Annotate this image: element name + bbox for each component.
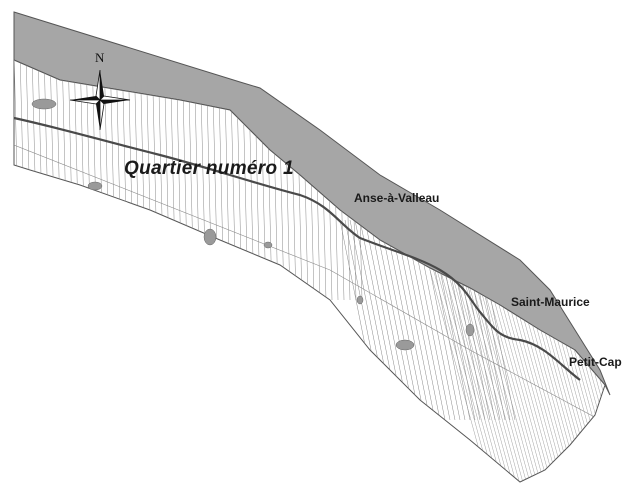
lot-line: [450, 269, 512, 482]
lot-line: [616, 270, 644, 488]
lot-line: [478, 269, 540, 482]
district-label: Quartier numéro 1: [124, 158, 294, 179]
main-road: [13, 116, 581, 381]
lake: [87, 181, 103, 191]
lot-line: [329, 269, 471, 351]
lot-line: [482, 269, 543, 482]
lot-line: [469, 349, 601, 421]
lot-line: [612, 270, 644, 488]
place-label-saint-maurice: Saint-Maurice: [511, 295, 590, 309]
lot-line: [604, 269, 605, 482]
lot-line: [379, 219, 421, 421]
lake: [31, 98, 57, 110]
lake: [356, 295, 364, 305]
lot-line: [609, 270, 644, 488]
place-label-anse-a-valleau: Anse-à-Valleau: [354, 191, 440, 205]
lot-line: [374, 219, 416, 421]
lot-line: [619, 270, 644, 488]
compass-rose: [69, 69, 131, 131]
compass-north-label: N: [95, 50, 105, 65]
lot-line: [471, 269, 533, 482]
lot-line: [384, 219, 426, 421]
lot-line: [601, 269, 605, 482]
lot-line: [475, 269, 536, 482]
lot-line: [454, 269, 515, 482]
lot-line: [489, 269, 550, 482]
lake: [203, 228, 217, 246]
lot-line: [468, 269, 529, 482]
lakes: [31, 98, 475, 351]
lot-line: [14, 144, 331, 271]
lot-line: [457, 269, 519, 482]
lot-line: [443, 269, 505, 482]
lake: [263, 241, 273, 249]
lake: [465, 323, 475, 337]
lot-line: [389, 219, 431, 421]
lot-line: [436, 269, 498, 482]
lake: [395, 339, 415, 351]
lot-line: [597, 269, 605, 482]
lot-line: [447, 269, 508, 482]
lot-line: [461, 269, 522, 482]
lot-line: [440, 269, 501, 482]
place-label-petit-cap: Petit-Cap: [569, 355, 622, 369]
lot-line: [485, 269, 547, 482]
